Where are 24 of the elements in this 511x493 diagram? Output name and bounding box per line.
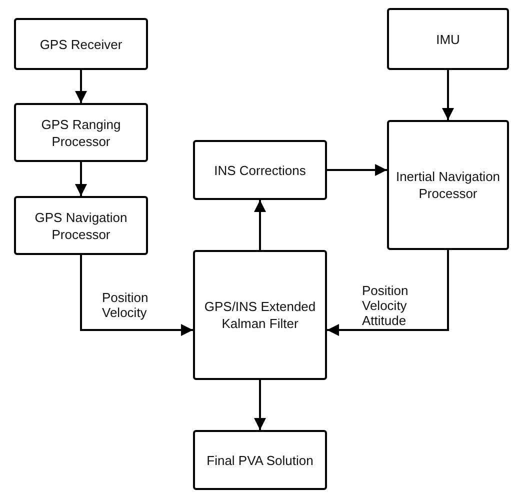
box-label: GPS Receiver (40, 36, 122, 52)
process-box (193, 250, 327, 380)
box-label: Inertial Navigation Processor (394, 168, 502, 202)
arrow (442, 70, 454, 120)
box-label: Final PVA Solution (206, 452, 314, 468)
box-label: INS Corrections (214, 162, 306, 178)
box-label: GPS Navigation Processor (34, 208, 128, 242)
process-box (387, 120, 509, 250)
arrow (327, 164, 387, 176)
box-label: GPS Ranging Processor (40, 116, 122, 150)
process-box (193, 430, 327, 490)
arrow (80, 255, 193, 336)
process-box (14, 196, 148, 255)
arrow (75, 70, 87, 103)
arrow (254, 200, 266, 250)
box-label: GPS/INS Extended Kalman Filter (203, 298, 317, 332)
box-label: IMU (436, 30, 460, 48)
process-box (193, 140, 327, 200)
arrow (75, 162, 87, 196)
process-box (14, 18, 148, 70)
process-box (14, 103, 148, 162)
process-box (387, 8, 509, 70)
arrow (327, 250, 449, 336)
arrow (254, 380, 266, 430)
